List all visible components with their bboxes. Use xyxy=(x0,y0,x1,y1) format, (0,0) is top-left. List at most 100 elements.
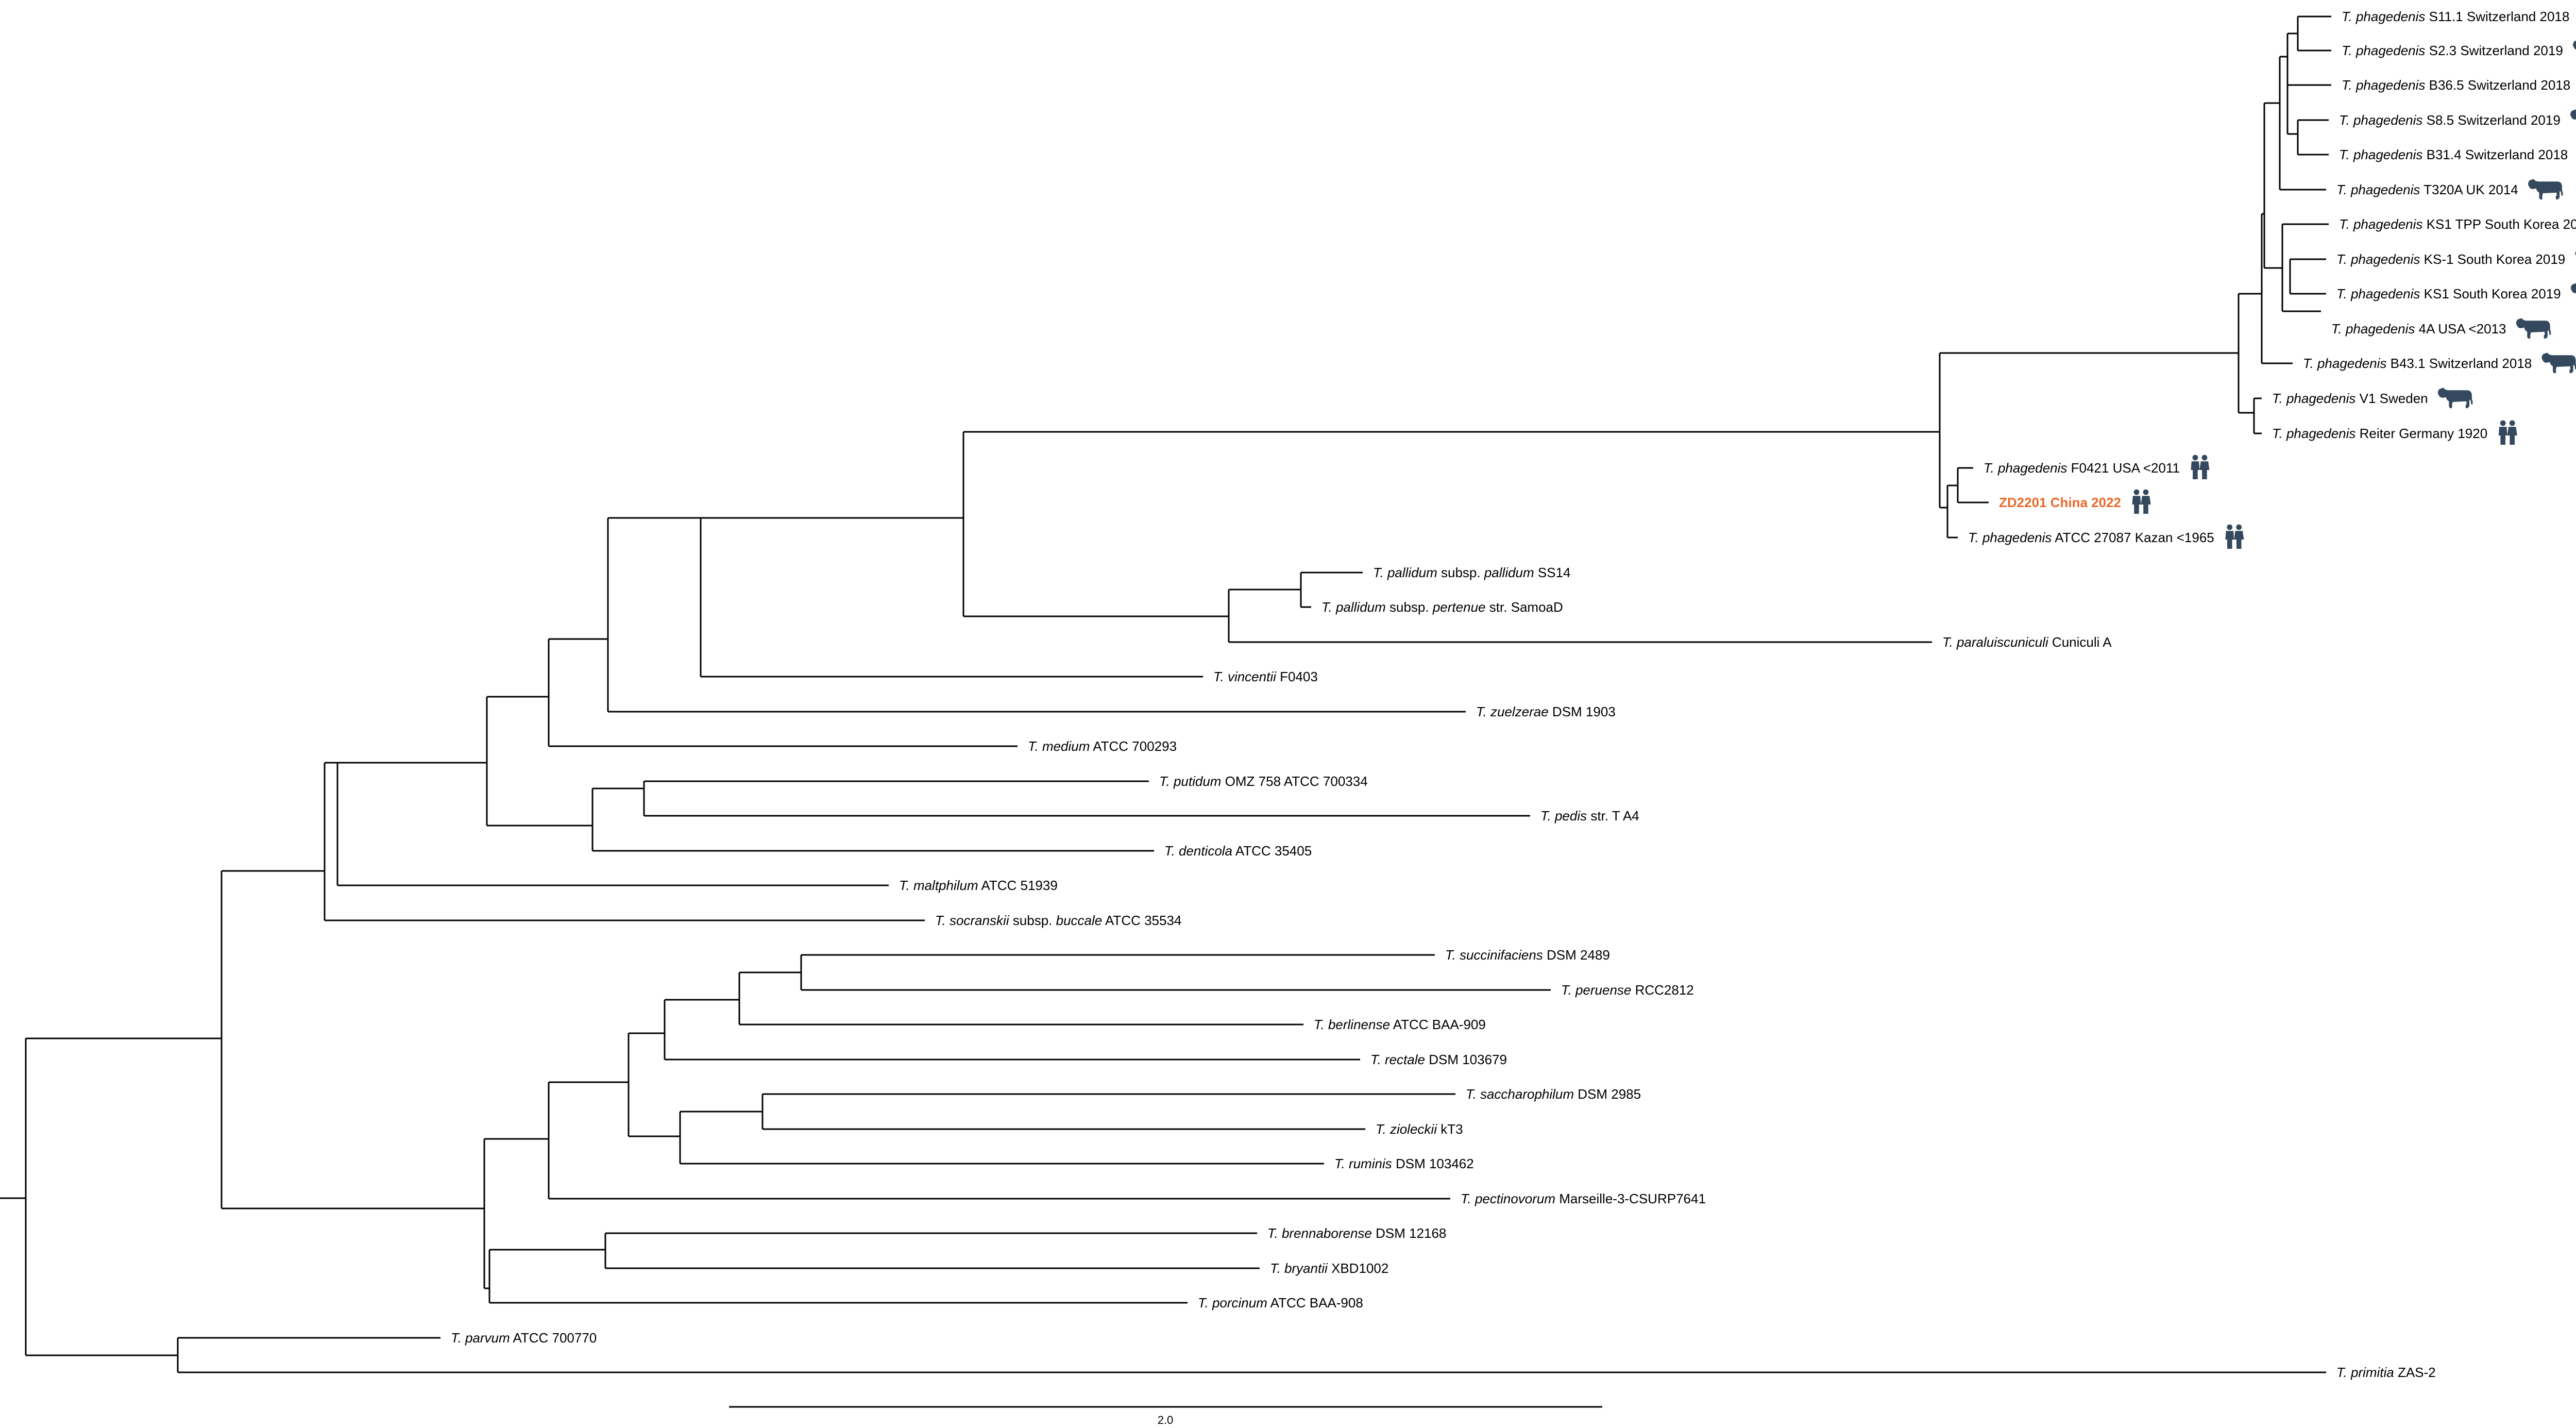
strain-info: str. T A4 xyxy=(1587,808,1639,824)
leaf-label: T. phagedenis KS1 TPP South Korea 2019 xyxy=(2339,216,2576,232)
leaf-label: T. phagedenis V1 Sweden xyxy=(2272,391,2428,406)
human-icon xyxy=(2498,420,2517,445)
leaf-label: T. phagedenis S8.5 Switzerland 2019 xyxy=(2339,112,2561,128)
species-name: T. pallidum xyxy=(1373,565,1437,580)
scale-bar: 2.0 xyxy=(729,1406,1602,1426)
species-name: T. zuelzerae xyxy=(1476,704,1549,719)
strain-info: B43.1 Switzerland 2018 xyxy=(2386,356,2532,371)
leaf-label: T. primitia ZAS-2 xyxy=(2336,1365,2436,1380)
species-name: T. phagedenis xyxy=(2339,147,2422,162)
strain-info: B31.4 Switzerland 2018 xyxy=(2422,147,2568,162)
species-name: T. phagedenis xyxy=(2336,286,2420,301)
strain-info: str. SamoaD xyxy=(1486,599,1563,615)
species-name: T. pedis xyxy=(1540,808,1587,824)
leaf-label: T. maltphilum ATCC 51939 xyxy=(899,878,1058,893)
leaf-label: T. succinifaciens DSM 2489 xyxy=(1445,947,1610,963)
species-name: T. succinifaciens xyxy=(1445,947,1543,963)
species-name: T. socranskii xyxy=(935,913,1010,928)
leaf-label: T. phagedenis 4A USA <2013 xyxy=(2331,321,2506,337)
leaf-label: T. zuelzerae DSM 1903 xyxy=(1476,704,1616,719)
cow-icon xyxy=(2570,109,2576,130)
leaf-label: T. paraluiscuniculi Cuniculi A xyxy=(1942,634,2112,650)
strain-info: ATCC 700293 xyxy=(1090,738,1177,754)
strain-info: subsp. xyxy=(1437,565,1484,580)
leaf-label: T. ruminis DSM 103462 xyxy=(1334,1156,1474,1171)
strain-info: Marseille-3-CSURP7641 xyxy=(1555,1191,1706,1206)
species-name: T. pallidum xyxy=(1321,599,1386,615)
strain-info: B36.5 Switzerland 2018 xyxy=(2425,77,2570,93)
species-name: T. phagedenis xyxy=(2331,321,2415,337)
human-icon xyxy=(2225,524,2244,549)
strain-info: ATCC 51939 xyxy=(978,878,1058,893)
strain-info: S2.3 Switzerland 2019 xyxy=(2425,43,2563,58)
strain-info: ATCC BAA-908 xyxy=(1267,1295,1363,1311)
strain-info: Reiter Germany 1920 xyxy=(2355,426,2487,441)
species-name: T. phagedenis xyxy=(2272,391,2355,406)
species-name: T. phagedenis xyxy=(2339,216,2422,232)
cow-icon xyxy=(2528,179,2563,199)
strain-info: ATCC 35534 xyxy=(1102,913,1181,928)
species-name: T. putidum xyxy=(1159,774,1221,789)
leaf-label: T. rectale DSM 103679 xyxy=(1370,1052,1507,1067)
strain-info: S8.5 Switzerland 2019 xyxy=(2422,112,2560,128)
strain-info: 4A USA <2013 xyxy=(2415,321,2506,337)
species-name: T. phagedenis xyxy=(2336,251,2420,267)
species-name: T. vincentii xyxy=(1213,669,1277,684)
strain-info: DSM 12168 xyxy=(1372,1225,1447,1241)
leaf-label: T. pectinovorum Marseille-3-CSURP7641 xyxy=(1461,1191,1706,1206)
leaf-label: T. parvum ATCC 700770 xyxy=(451,1330,597,1346)
leaf-label: T. phagedenis F0421 USA <2011 xyxy=(1984,460,2180,476)
subspecies-name: buccale xyxy=(1056,913,1103,928)
leaf-label: T. phagedenis S2.3 Switzerland 2019 xyxy=(2342,43,2563,58)
species-name: T. maltphilum xyxy=(899,878,978,893)
strain-info: ZD2201 China 2022 xyxy=(1999,495,2121,510)
leaf-label: T. vincentii F0403 xyxy=(1213,669,1318,684)
leaf-label: T. porcinum ATCC BAA-908 xyxy=(1198,1295,1363,1311)
species-name: T. primitia xyxy=(2336,1365,2394,1380)
leaf-label: T. berlinense ATCC BAA-909 xyxy=(1314,1017,1486,1032)
strain-info: DSM 1903 xyxy=(1549,704,1616,719)
strain-info: RCC2812 xyxy=(1631,982,1693,998)
highlighted-leaf-label: ZD2201 China 2022 xyxy=(1999,495,2121,510)
species-name: T. phagedenis xyxy=(2342,77,2425,93)
leaf-label: T. phagedenis B31.4 Switzerland 2018 xyxy=(2339,147,2568,162)
species-name: T. peruense xyxy=(1561,982,1631,998)
strain-info: subsp. xyxy=(1386,599,1433,615)
strain-info: S11.1 Switzerland 2018 xyxy=(2425,9,2569,24)
species-name: T. porcinum xyxy=(1198,1295,1267,1311)
leaf-label: T. brennaborense DSM 12168 xyxy=(1267,1225,1446,1241)
species-name: T. denticola xyxy=(1164,843,1232,859)
subspecies-name: pertenue xyxy=(1432,599,1486,615)
strain-info: ATCC 700770 xyxy=(510,1330,597,1346)
species-name: T. berlinense xyxy=(1314,1017,1390,1032)
species-name: T. phagedenis xyxy=(1984,460,2067,476)
strain-info: ATCC 27087 Kazan <1965 xyxy=(2052,530,2214,545)
species-name: T. phagedenis xyxy=(2272,426,2355,441)
strain-info: SS14 xyxy=(1534,565,1571,580)
leaf-label: T. pallidum subsp. pertenue str. SamoaD xyxy=(1321,599,1563,615)
leaf-label: T. putidum OMZ 758 ATCC 700334 xyxy=(1159,774,1368,789)
strain-info: ATCC BAA-909 xyxy=(1390,1017,1486,1032)
species-name: T. zioleckii xyxy=(1376,1121,1437,1137)
species-name: T. saccharophilum xyxy=(1466,1086,1574,1102)
leaf-label: T. phagedenis T320A UK 2014 xyxy=(2336,182,2518,197)
species-name: T. bryantii xyxy=(1270,1261,1328,1276)
leaf-label: T. phagedenis B43.1 Switzerland 2018 xyxy=(2303,356,2532,371)
species-name: T. phagedenis xyxy=(2342,43,2425,58)
strain-info: KS-1 South Korea 2019 xyxy=(2420,251,2565,267)
leaf-label: T. phagedenis ATCC 27087 Kazan <1965 xyxy=(1968,530,2214,545)
strain-info: DSM 103462 xyxy=(1392,1156,1474,1171)
leaf-label: T. socranskii subsp. buccale ATCC 35534 xyxy=(935,913,1181,928)
cow-icon xyxy=(2570,283,2576,304)
species-name: T. phagedenis xyxy=(2339,112,2422,128)
strain-info: DSM 2489 xyxy=(1543,947,1610,963)
strain-info: OMZ 758 ATCC 700334 xyxy=(1221,774,1367,789)
strain-info: T320A UK 2014 xyxy=(2420,182,2518,197)
tree-branches xyxy=(0,15,2331,1373)
leaf-label: T. phagedenis KS1 South Korea 2019 xyxy=(2336,286,2561,301)
strain-info: DSM 2985 xyxy=(1574,1086,1641,1102)
scale-bar-label: 2.0 xyxy=(1158,1414,1174,1426)
strain-info: XBD1002 xyxy=(1328,1261,1389,1276)
cow-icon xyxy=(2437,388,2473,408)
leaf-label: T. bryantii XBD1002 xyxy=(1270,1261,1388,1276)
